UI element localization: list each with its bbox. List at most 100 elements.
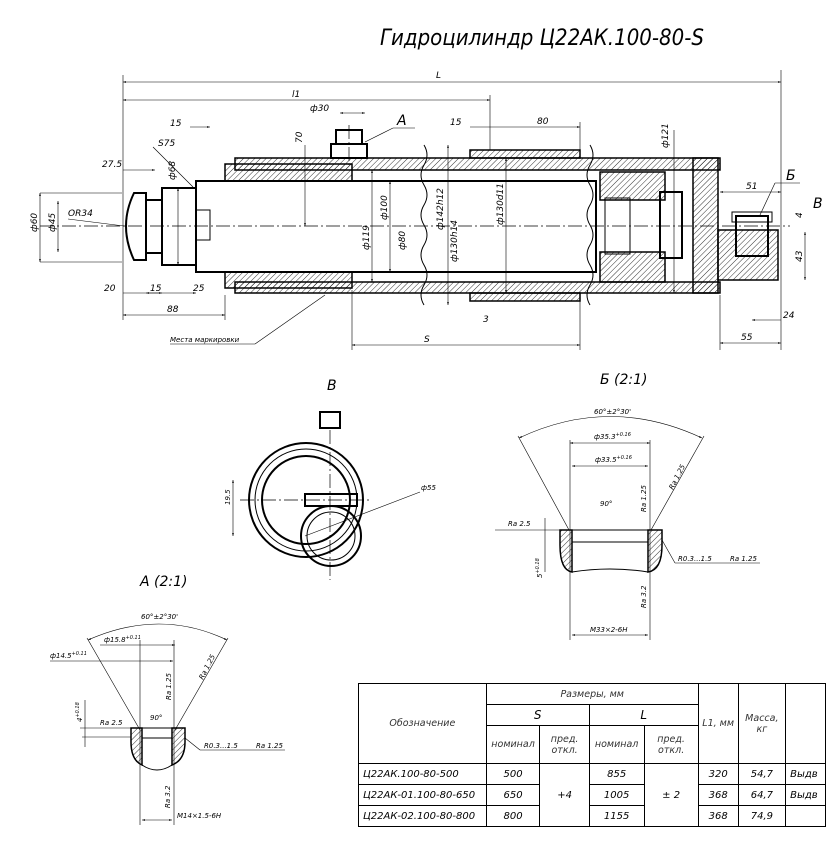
detail-a-ra125-radius: Ra 1.25 [256,742,284,750]
dim-S: S [424,335,430,345]
dim-S75: S75 [158,139,175,149]
cell-designation: Ц22АК-02.100-80-800 [358,805,487,827]
marking-note: Места маркировки [170,336,240,344]
label-A: А [396,113,407,129]
dim-d60: ф60 [30,213,40,232]
detail-b-angle: 60°±2°30' [594,408,631,416]
table-row: Ц22АК-02.100-80-800 800 1155 368 74,9 [358,805,826,827]
view-v: В 19.5 ф55 [224,378,436,580]
dim-15-neck: 15 [150,284,162,294]
dim-d130h14: ф130h14 [450,220,460,262]
cell-L: 1005 [588,784,645,806]
header-L1: L1, мм [697,683,739,764]
table-row: Ц22АК.100-80-500 500 +4 855 ± 2 320 54,7… [358,763,826,827]
dim-20: 20 [104,284,116,294]
main-dimension-labels: L l1 ф30 А 15 80 ф121 15 S75 70 27.5 ф68… [30,71,823,345]
dim-d55: ф55 [421,484,436,492]
detail-a-ra32: Ra 3.2 [164,785,172,808]
dim-88: 88 [167,305,179,315]
header-S-nominal: номинал [485,725,541,764]
dim-d121: ф121 [661,123,671,148]
detail-a-ra125-inner: Ra 1.25 [165,672,173,700]
dim-OR34: OR34 [68,209,93,219]
detail-a-angle: 60°±2°30' [141,613,178,621]
table-row: Ц22АК-01.100-80-650 650 1005 368 64,7 Вы… [358,784,826,806]
detail-b-thread: M33×2-6H [590,626,628,634]
dim-51: 51 [746,182,757,192]
cell-extra: Выдв [785,784,826,806]
cell-L-deviation: ± 2 [643,763,699,827]
dim-43: 43 [795,250,805,262]
dim-15-ring: 15 [450,118,462,128]
cell-L: 1155 [588,805,645,827]
detail-a-label: А (2:1) [139,574,187,590]
header-mass: Масса, кг [737,683,787,764]
cell-designation: Ц22АК.100-80-500 [358,763,487,785]
label-V: В [813,196,823,212]
detail-b-radius: R0.3...1.5 [678,555,712,563]
detail-a-ra25: Ra 2.5 [100,719,123,727]
spec-table: Обозначение Размеры, мм L1, мм Масса, кг… [358,683,826,827]
header-S-deviation: пред. откл. [539,725,590,764]
dim-d30: ф30 [310,104,329,114]
cell-designation: Ц22АК-01.100-80-650 [358,784,487,806]
detail-b-d33: ф33.5+0.16 [595,455,632,464]
cell-S-deviation: +4 [539,763,590,827]
detail-b-ra125-radius: Ra 1.25 [730,555,758,563]
cell-S: 650 [485,784,541,806]
detail-b-ra125-chamfer: Ra 1.25 [668,463,688,491]
header-L-nominal: номинал [588,725,645,764]
dim-80: 80 [537,117,549,127]
dim-3: 3 [483,315,489,325]
dim-d80: ф80 [398,231,408,250]
detail-b-depth: 5+0.18 [535,558,544,578]
detail-b-ra32: Ra 3.2 [640,585,648,608]
header-L: L [588,704,699,726]
cell-extra: Выдв [785,763,826,785]
dim-L: L [436,71,441,81]
detail-b-angle-90: 90° [600,500,612,508]
dim-70: 70 [295,131,305,143]
main-section-view: L l1 ф30 А 15 80 ф121 15 S75 70 27.5 ф68… [30,70,823,350]
dim-d45: ф45 [48,213,58,232]
header-L-deviation: пред. откл. [643,725,699,764]
cell-S: 500 [485,763,541,785]
view-v-label: В [327,378,337,394]
header-S: S [485,704,590,726]
cell-mass: 54,7 [737,763,787,785]
detail-a-depth: 4+0.18 [75,702,84,722]
cell-L1: 368 [697,784,739,806]
dim-25: 25 [193,284,205,294]
drawing-title: Гидроцилиндр Ц22АК.100-80-S [380,26,704,51]
cell-L: 855 [588,763,645,785]
label-B: Б [786,168,796,184]
cell-S: 800 [485,805,541,827]
dim-d119: ф119 [362,225,372,250]
dim-d68: ф68 [168,161,178,180]
detail-b: Б (2:1) ф35.3+0.16 ф33.5+0.16 60°±2°30' … [495,372,760,640]
header-extra [785,683,826,764]
detail-a-d15-8: ф15.8+0.11 [104,635,141,644]
cell-extra [785,805,826,827]
dim-4: 4 [795,212,805,218]
detail-b-label: Б (2:1) [600,372,648,388]
cell-mass: 64,7 [737,784,787,806]
dim-24: 24 [783,311,795,321]
detail-a-angle-90: 90° [150,714,162,722]
dim-d100: ф100 [380,195,390,220]
dim-d142h12: ф142h12 [436,188,446,230]
dim-d130d11: ф130d11 [496,183,506,225]
header-designation: Обозначение [358,683,487,764]
header-dimensions: Размеры, мм [485,683,699,705]
detail-a: А (2:1) ф15.8+0.11 ф14.5+0.11 60°±2°30' … [50,574,285,825]
cell-L1: 368 [697,805,739,827]
detail-a-d14-5: ф14.5+0.11 [50,651,87,660]
dim-l1: l1 [292,90,300,100]
cell-mass: 74,9 [737,805,787,827]
detail-b-ra125-inner: Ra 1.25 [640,484,648,512]
dim-55: 55 [741,333,753,343]
dim-27-5: 27.5 [102,160,122,170]
dim-19-5: 19.5 [224,489,232,505]
detail-b-d35: ф35.3+0.16 [594,432,631,441]
